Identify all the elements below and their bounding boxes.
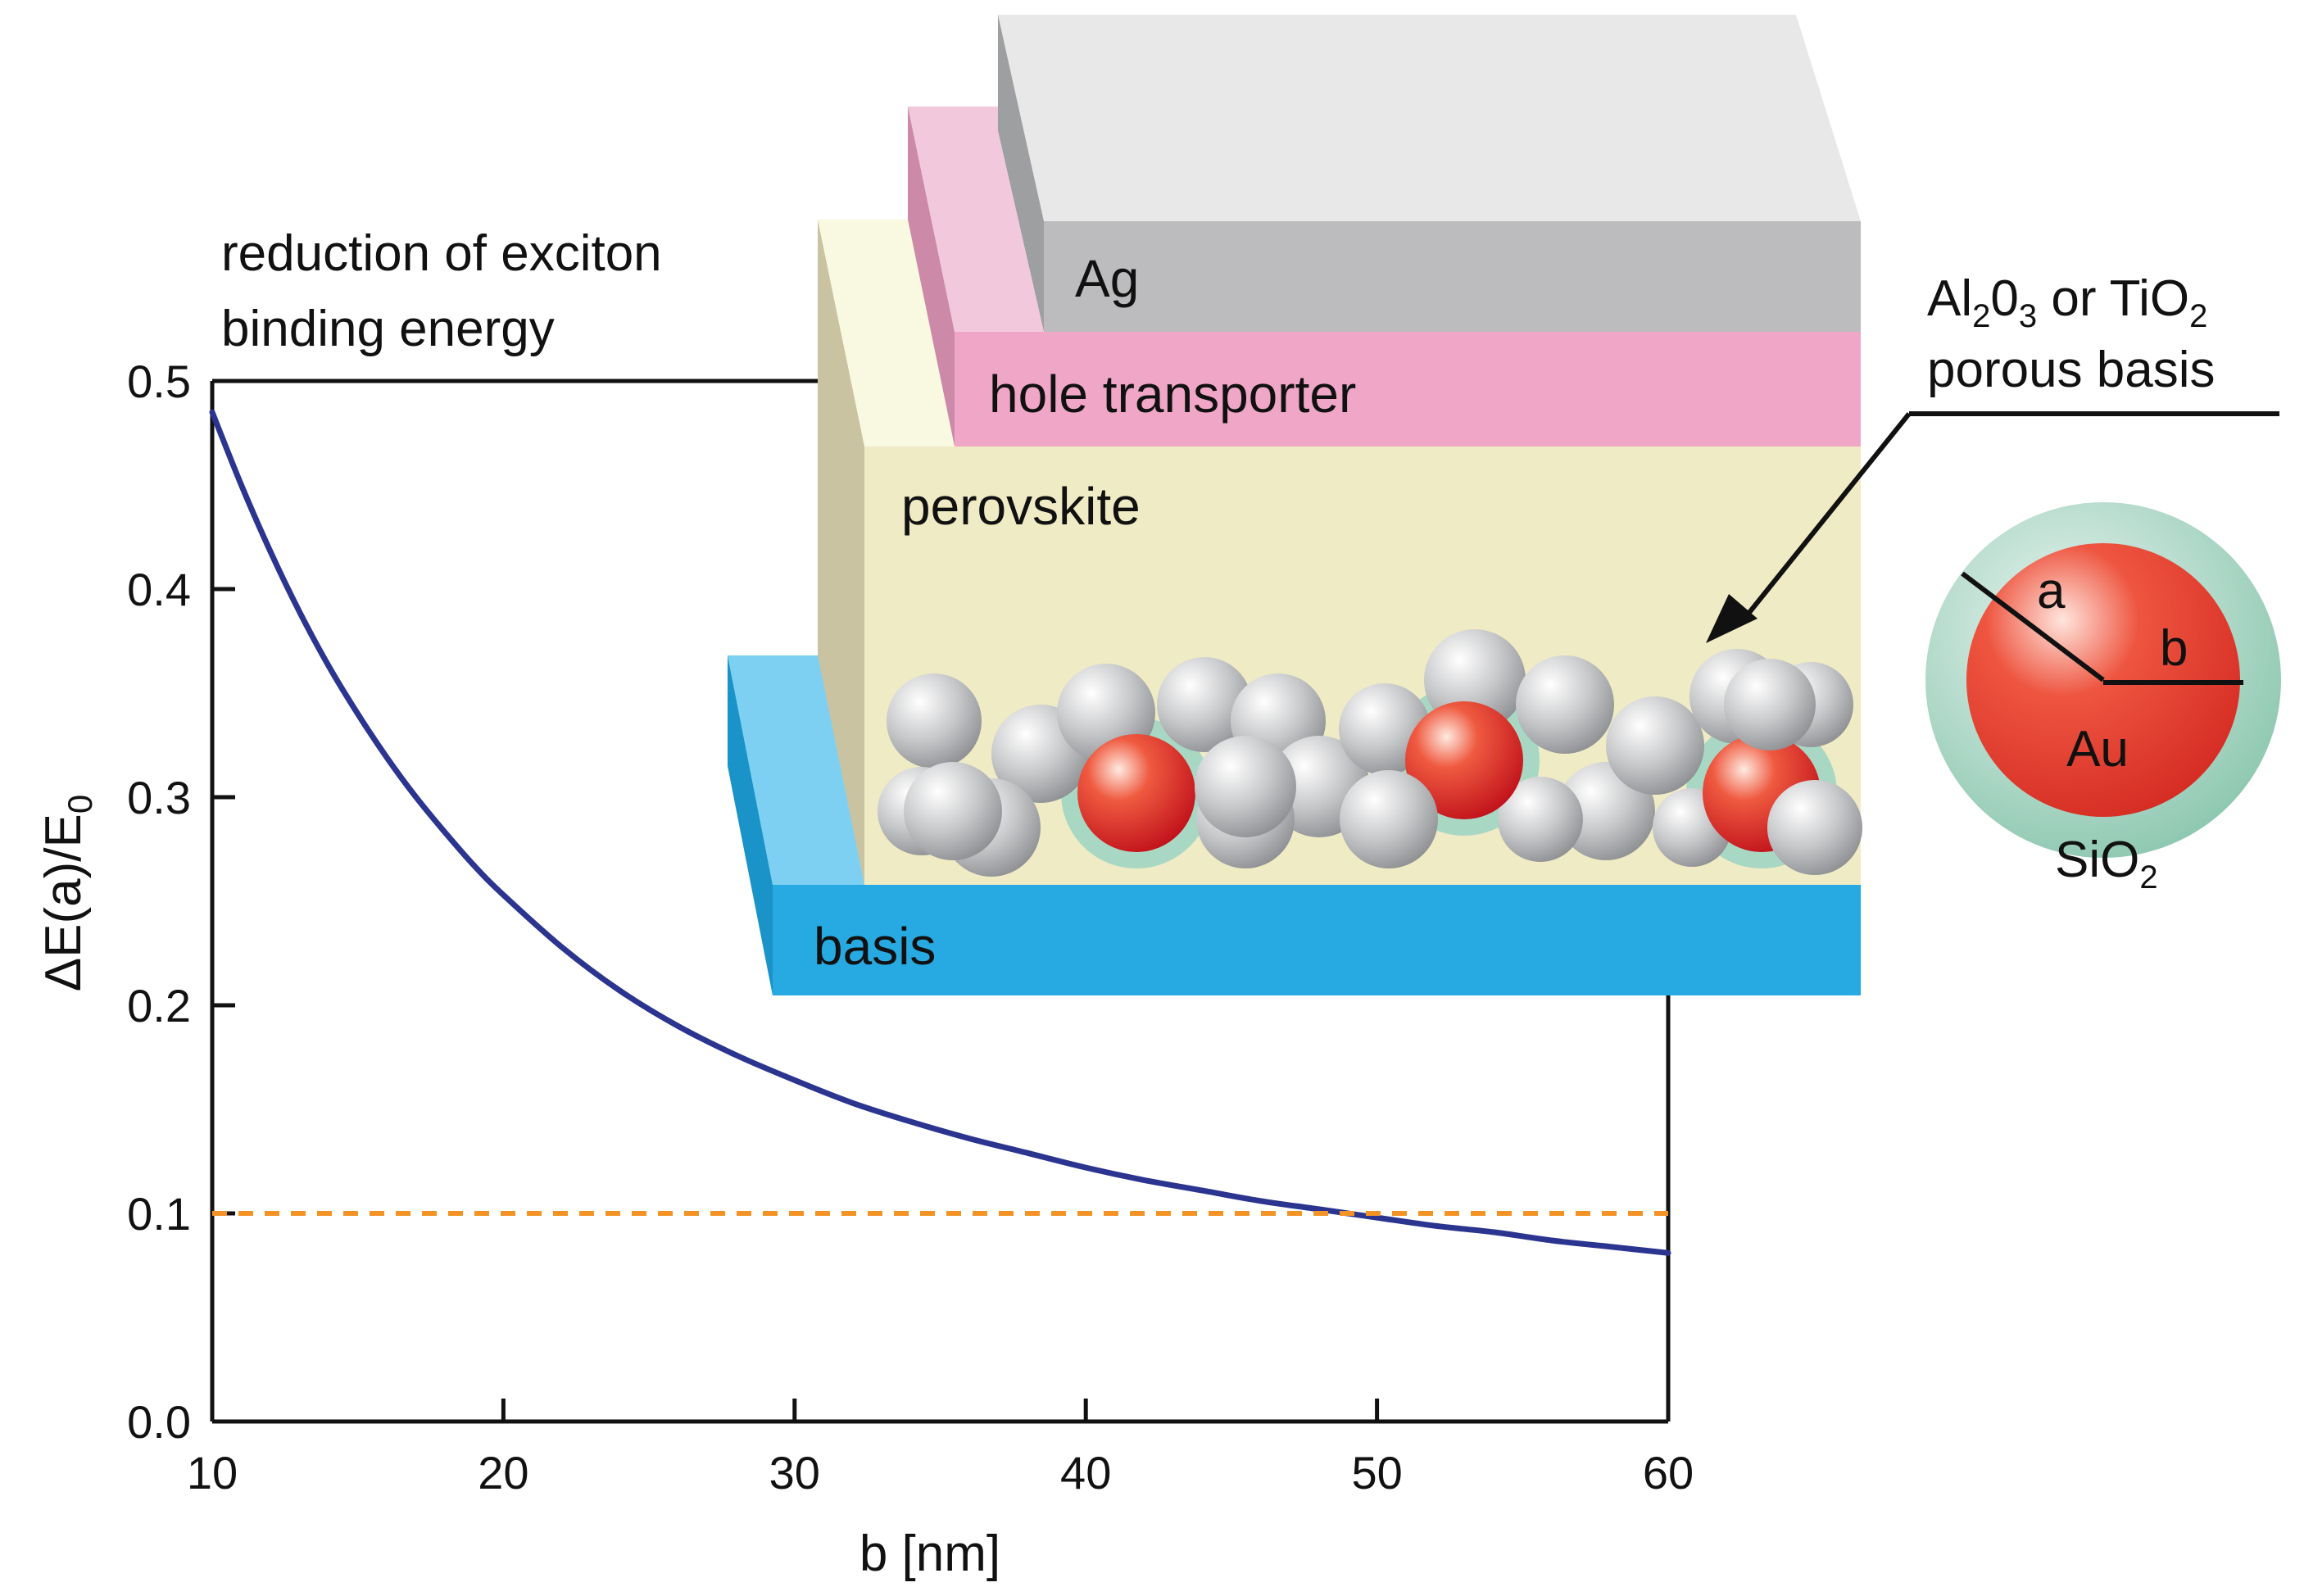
x-tick-label: 60	[1643, 1447, 1694, 1499]
hole-transporter-side	[908, 107, 955, 447]
radius-a-label: a	[2037, 563, 2066, 619]
y-tick-label: 0.5	[127, 356, 191, 407]
x-tick-label: 50	[1351, 1447, 1402, 1499]
ag-layer-top	[998, 15, 1861, 221]
ag-layer-label: Ag	[1075, 249, 1139, 308]
oxide-particle	[1724, 659, 1816, 750]
oxide-particle	[1157, 657, 1252, 752]
x-tick-label: 40	[1060, 1447, 1111, 1499]
basis-layer-front	[773, 885, 1861, 995]
series-layer	[209, 409, 1671, 1256]
oxide-particle	[1516, 655, 1614, 754]
gold-nanoparticle-core	[1077, 734, 1195, 852]
x-ticks: 10 20 30 40 50 60	[187, 1399, 1694, 1499]
core-shell-diagram: a b Au SiO2	[1925, 502, 2281, 895]
chart-title: reduction of exciton binding energy	[221, 225, 676, 357]
y-tick-label: 0.0	[127, 1396, 191, 1448]
porous-scaffold	[878, 629, 1862, 877]
x-axis-label: b [nm]	[859, 1526, 1000, 1582]
oxide-particle	[904, 762, 1002, 860]
gold-nanoparticle-core	[1405, 701, 1523, 819]
device-stack-diagram: Ag hole transporter basis perovskite	[728, 15, 1862, 995]
callout-line-2: porous basis	[1927, 342, 2216, 398]
y-tick-label: 0.1	[127, 1188, 191, 1240]
x-tick-label: 10	[187, 1447, 238, 1499]
plot-area: 10 20 30 40 50 60 0.0 0.1 0.2 0.3 0.4 0.5 b [nm] Δ…	[35, 225, 1694, 1582]
callout-line-1: Al203 or TiO2	[1927, 270, 2207, 334]
basis-layer-side	[728, 655, 773, 995]
oxide-particle	[1340, 770, 1438, 868]
y-tick-label: 0.2	[127, 980, 191, 1032]
perovskite-label: perovskite	[901, 477, 1141, 536]
oxide-particle	[1195, 736, 1296, 837]
y-tick-label: 0.3	[127, 772, 191, 823]
oxide-particle	[1767, 780, 1862, 875]
y-tick-label: 0.4	[127, 564, 191, 615]
perovskite-side	[818, 220, 864, 885]
core-label: Au	[2066, 721, 2129, 778]
x-tick-label: 30	[769, 1447, 820, 1499]
ag-layer-side	[998, 15, 1044, 332]
callout-arrow-head	[1706, 594, 1757, 643]
radius-a-line	[1961, 571, 2105, 682]
y-axis-label-subscript: 0	[61, 795, 99, 814]
oxide-particle	[1498, 777, 1583, 862]
basis-layer-label: basis	[814, 917, 936, 976]
x-tick-label: 20	[478, 1447, 528, 1499]
shell-label: SiO2	[2055, 832, 2158, 895]
y-axis-label: ΔE(a)/E0	[35, 795, 99, 991]
hole-transporter-front	[955, 332, 1861, 447]
chart-title-line-2: binding energy	[221, 301, 555, 357]
ag-layer-front	[1044, 221, 1861, 332]
scaffold-callout: Al203 or TiO2 porous basis	[1706, 270, 2279, 643]
chart-title-line-1: reduction of exciton	[221, 225, 662, 282]
hole-transporter-label: hole transporter	[989, 365, 1356, 424]
radius-b-label: b	[2160, 620, 2188, 677]
y-axis-label-main: ΔE(a)/E	[35, 814, 92, 991]
oxide-particle	[1606, 696, 1704, 795]
perovskite-top	[818, 220, 955, 447]
hole-transporter-top	[908, 107, 1044, 332]
callout-arrow-shaft	[1739, 412, 1912, 624]
oxide-particle	[887, 673, 982, 769]
y-ticks: 0.0 0.1 0.2 0.3 0.4 0.5	[127, 356, 235, 1448]
binding-energy-curve	[209, 409, 1671, 1256]
